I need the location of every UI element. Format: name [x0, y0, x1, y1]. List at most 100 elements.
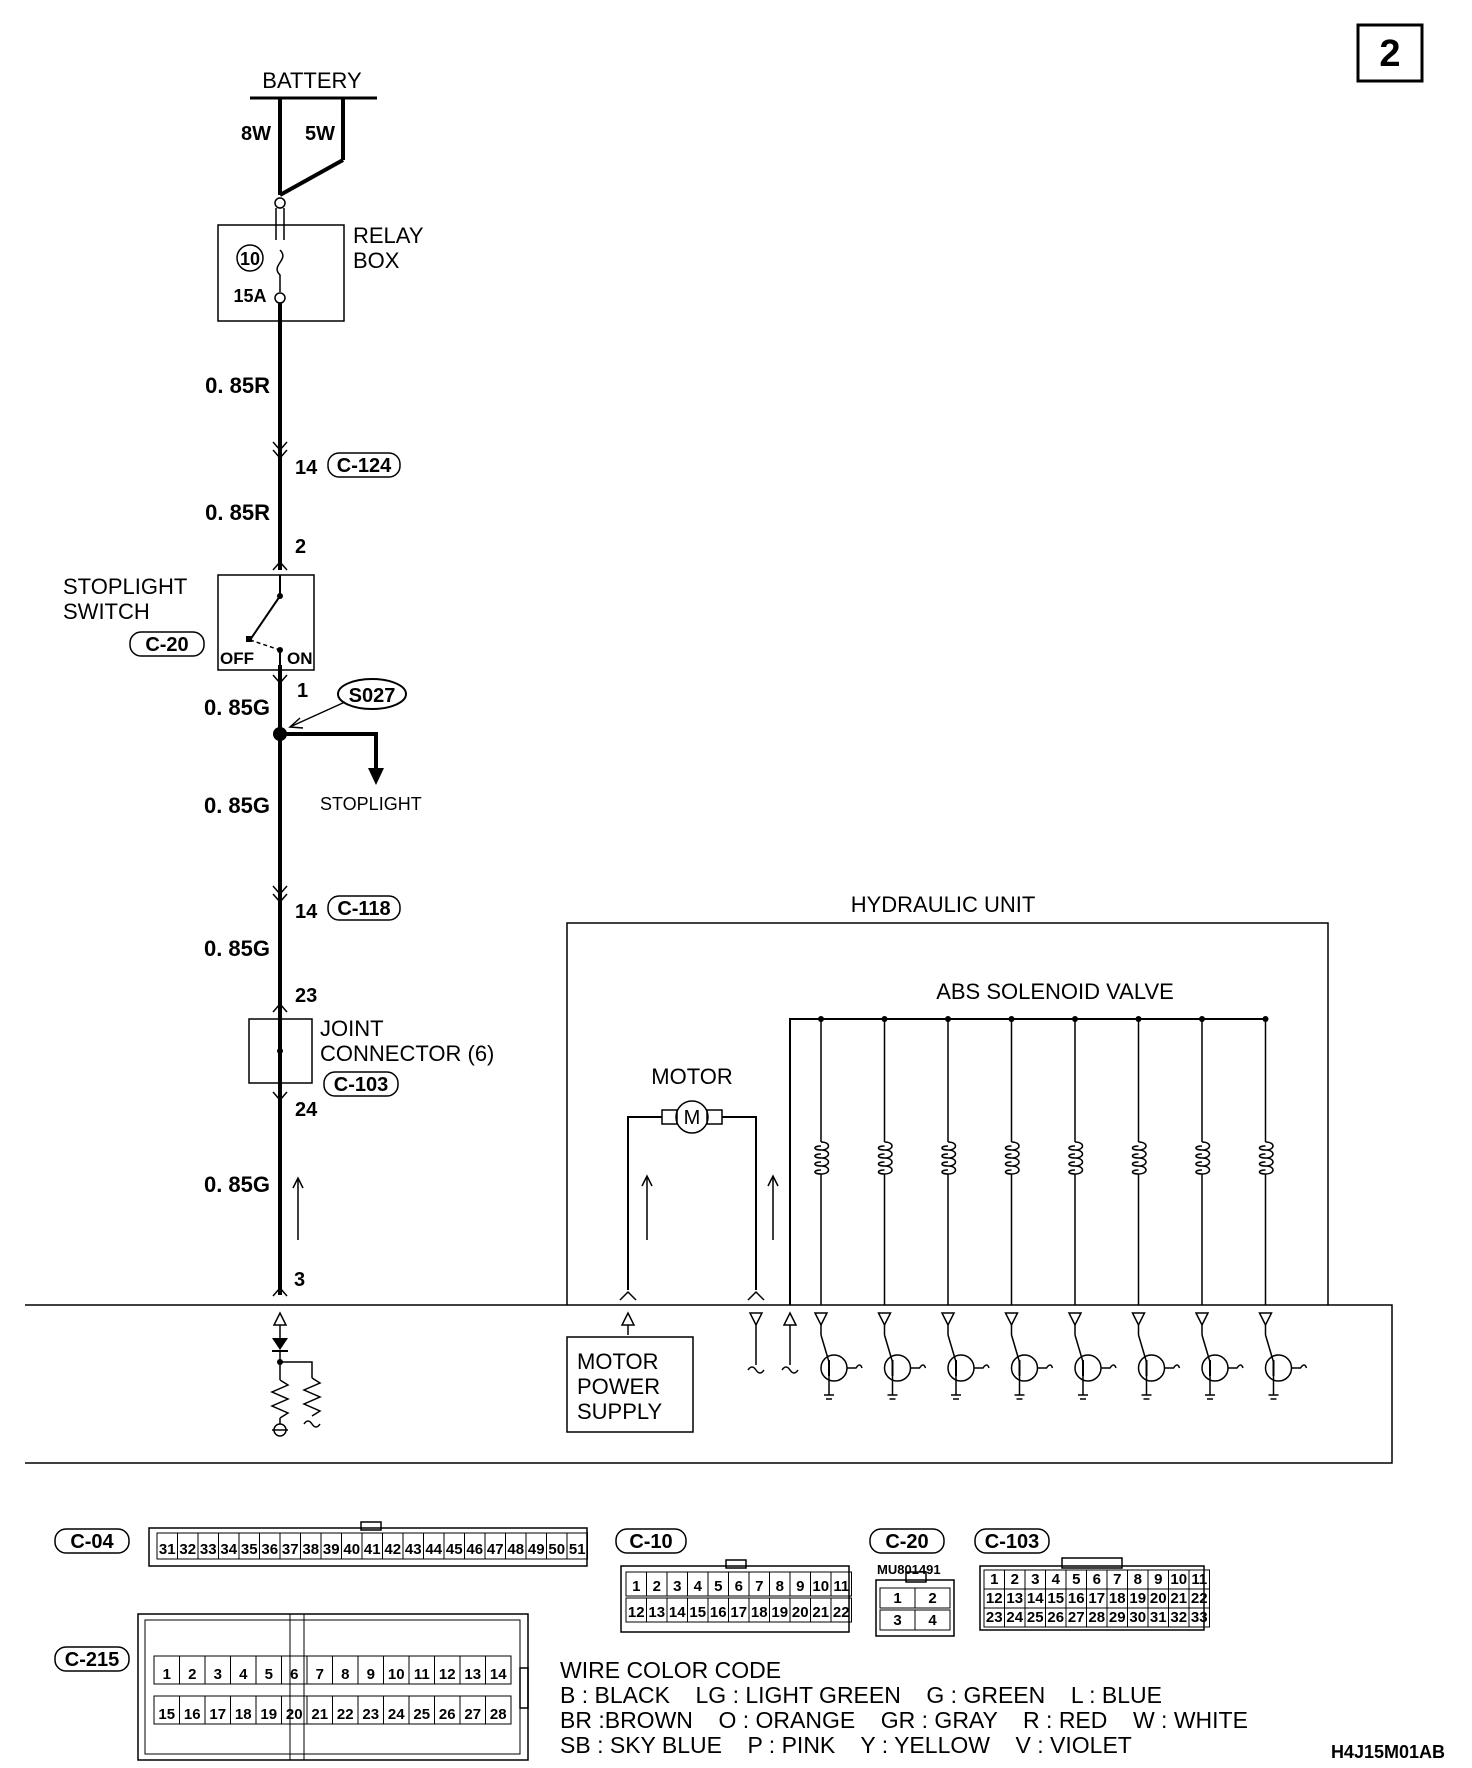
c10-pin-label: 19 [771, 1604, 788, 1621]
switch-pin-top: 2 [295, 536, 306, 558]
c10-pin-label: 21 [812, 1604, 829, 1621]
c103-pin-label: 19 [1129, 1590, 1146, 1607]
fusible-link-5w: 5W [305, 123, 335, 145]
c10-cell [830, 1597, 852, 1623]
c103-pin-label: 13 [1006, 1590, 1023, 1607]
stoplight-switch: 2 OFF ON STOPLIGHT SWITCH C-20 1 [63, 536, 315, 702]
c215-pin-label: 24 [388, 1706, 405, 1723]
c10-pin-label: 10 [812, 1578, 829, 1595]
c124-pin: 14 [295, 457, 318, 479]
c10-id: C-10 [629, 1531, 672, 1553]
c20-part: MU801491 [877, 1562, 941, 1577]
c103-pin-label: 27 [1068, 1609, 1085, 1626]
c215-pin-label: 20 [286, 1706, 303, 1723]
wire-label-1: 0. 85R [205, 373, 270, 398]
c04-pin-label: 46 [466, 1541, 483, 1558]
c10-cell [830, 1571, 852, 1597]
relay-box-label-1: RELAY [353, 223, 424, 248]
c215-pin-label: 10 [388, 1666, 405, 1683]
joint-label-2: CONNECTOR (6) [320, 1041, 494, 1066]
c10-pin-label: 14 [669, 1604, 686, 1621]
c103-pin-label: 10 [1170, 1571, 1187, 1588]
connector-c118: 14 C-118 [272, 885, 401, 923]
c215-pin-label: 11 [414, 1666, 430, 1683]
c04-pin-label: 33 [200, 1541, 217, 1558]
c215-pin-label: 3 [214, 1666, 222, 1683]
c04-pin-label: 31 [159, 1541, 176, 1558]
c103-pin-label: 2 [1011, 1571, 1019, 1588]
c103-pin-label: 24 [1006, 1609, 1023, 1626]
c10-pin-label: 1 [632, 1578, 640, 1595]
splice-s027: S027 STOPLIGHT [273, 678, 422, 814]
joint-id: C-103 [334, 1074, 388, 1096]
c20-id: C-20 [885, 1531, 928, 1553]
wcc-line3: SB : SKY BLUE P : PINK Y : YELLOW V : VI… [560, 1732, 1132, 1758]
joint-pin-bottom: 24 [295, 1099, 318, 1121]
c215-pin-label: 18 [235, 1706, 252, 1723]
ecu-motor-terminals [620, 1311, 799, 1374]
c215-pin-label: 21 [311, 1706, 328, 1723]
wire-label-3: 0. 85G [204, 695, 270, 720]
c215-pin-label: 4 [239, 1666, 248, 1683]
c04-pin-label: 39 [323, 1541, 340, 1558]
relay-box: 10 15A RELAY BOX [217, 197, 424, 322]
c04-pin-label: 48 [507, 1541, 524, 1558]
c103-pin-label: 14 [1027, 1590, 1044, 1607]
c04-pin-label: 42 [384, 1541, 401, 1558]
c215-pin-label: 17 [209, 1706, 226, 1723]
switch-id: C-20 [145, 634, 188, 656]
c103-pin-label: 33 [1191, 1609, 1208, 1626]
wire-label-2: 0. 85R [205, 500, 270, 525]
battery-label: BATTERY [262, 68, 362, 93]
c215-pin-label: 2 [188, 1666, 196, 1683]
wcc-line1: B : BLACK LG : LIGHT GREEN G : GREEN L :… [560, 1682, 1162, 1708]
c10-pin-label: 12 [628, 1604, 645, 1621]
c20-pin-label: 4 [928, 1612, 937, 1629]
c215-cell [485, 1695, 512, 1725]
c215-pin-label: 9 [367, 1666, 375, 1683]
c103-pin-label: 18 [1109, 1590, 1126, 1607]
c215-pin-label: 5 [265, 1666, 273, 1683]
c04-pin-label: 43 [405, 1541, 422, 1558]
motor-symbol: M [684, 1107, 701, 1129]
c103-pin-label: 6 [1093, 1571, 1101, 1588]
joint-connector: 23 JOINT CONNECTOR (6) C-103 24 [248, 985, 494, 1121]
valve-bus [789, 1018, 1266, 1305]
c103-pin-label: 16 [1068, 1590, 1085, 1607]
motor-label: MOTOR [651, 1064, 732, 1089]
c215-pin-label: 1 [163, 1666, 171, 1683]
c10-pin-label: 4 [694, 1578, 703, 1595]
page-number-box: 2 [1356, 23, 1424, 83]
c215-pin-label: 12 [439, 1666, 456, 1683]
c04-pin-label: 41 [364, 1541, 381, 1558]
c04-pin-label: 36 [261, 1541, 278, 1558]
c215-pin-label: 28 [490, 1706, 507, 1723]
c04-pin-label: 32 [179, 1541, 196, 1558]
wire-label-5: 0. 85G [204, 936, 270, 961]
c103-id: C-103 [985, 1531, 1039, 1553]
splice-id: S027 [349, 685, 396, 707]
joint-pin-top: 23 [295, 985, 317, 1007]
c04-pin-label: 51 [569, 1541, 586, 1558]
solenoid-valve-8 [1258, 1016, 1308, 1400]
c215-pin-label: 7 [316, 1666, 324, 1683]
c215-pin-label: 15 [158, 1706, 175, 1723]
c04-pin-label: 40 [343, 1541, 360, 1558]
solenoid-valve-6 [1131, 1016, 1181, 1400]
c103-pin-label: 21 [1170, 1590, 1187, 1607]
solenoid-valve-4 [1004, 1016, 1054, 1400]
connector-c124: 14 C-124 [272, 441, 401, 479]
c04-pin-label: 47 [487, 1541, 504, 1558]
c20-cell [914, 1587, 951, 1609]
c04-pin-label: 45 [446, 1541, 463, 1558]
c04-pin-label: 37 [282, 1541, 299, 1558]
c103-pin-label: 11 [1191, 1571, 1207, 1588]
c10-pin-label: 3 [673, 1578, 681, 1595]
c103-pin-label: 32 [1170, 1609, 1187, 1626]
battery: BATTERY 8W 5W [241, 68, 377, 197]
